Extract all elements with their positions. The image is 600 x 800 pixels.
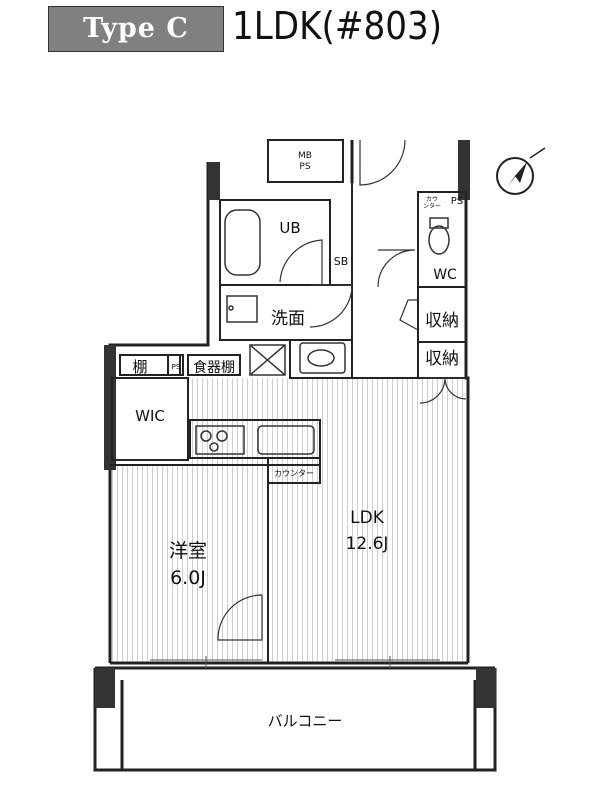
shuno-label-1: 収納 bbox=[425, 311, 459, 331]
fixtures bbox=[195, 209, 450, 455]
yoshitsu-size-label: 6.0J bbox=[170, 567, 206, 589]
ldk-size-label: 12.6J bbox=[346, 534, 389, 554]
ldk-name-label: LDK bbox=[350, 508, 385, 528]
type-badge-label: Type C bbox=[83, 13, 189, 44]
balcony-label: バルコニー bbox=[268, 712, 343, 730]
storage-x-icon bbox=[249, 344, 286, 376]
kitchen-sink-icon bbox=[257, 425, 315, 455]
shuno-label-2: 収納 bbox=[425, 349, 459, 369]
yoshitsu-name-label: 洋室 bbox=[169, 540, 207, 562]
washer-icon bbox=[226, 295, 258, 323]
wall-columns bbox=[95, 140, 496, 708]
senmen-label: 洗面 bbox=[271, 309, 305, 329]
kitchen-counter-label: カウンター bbox=[274, 469, 314, 478]
toilet-icon bbox=[428, 225, 450, 255]
stove-icon bbox=[195, 425, 245, 455]
windows bbox=[150, 656, 440, 668]
type-badge: Type C bbox=[48, 6, 224, 52]
wc-label: WC bbox=[433, 267, 457, 283]
counter-small-label: カウンター bbox=[423, 195, 441, 210]
north-arrow-icon bbox=[496, 147, 546, 195]
shokkidana-label: 食器棚 bbox=[193, 359, 235, 376]
ps-top-label: PS bbox=[451, 196, 463, 207]
tana-label: 棚 bbox=[132, 358, 147, 376]
ps-mid-label: PS bbox=[172, 363, 181, 371]
sb-label: SB bbox=[334, 255, 349, 268]
ub-label: UB bbox=[279, 219, 300, 237]
washbasin-icon bbox=[299, 342, 346, 374]
doors bbox=[120, 139, 467, 641]
bathtub-icon bbox=[224, 209, 261, 276]
plan-title: 1LDK(#803) bbox=[232, 4, 443, 48]
wic-label: WIC bbox=[135, 407, 165, 425]
